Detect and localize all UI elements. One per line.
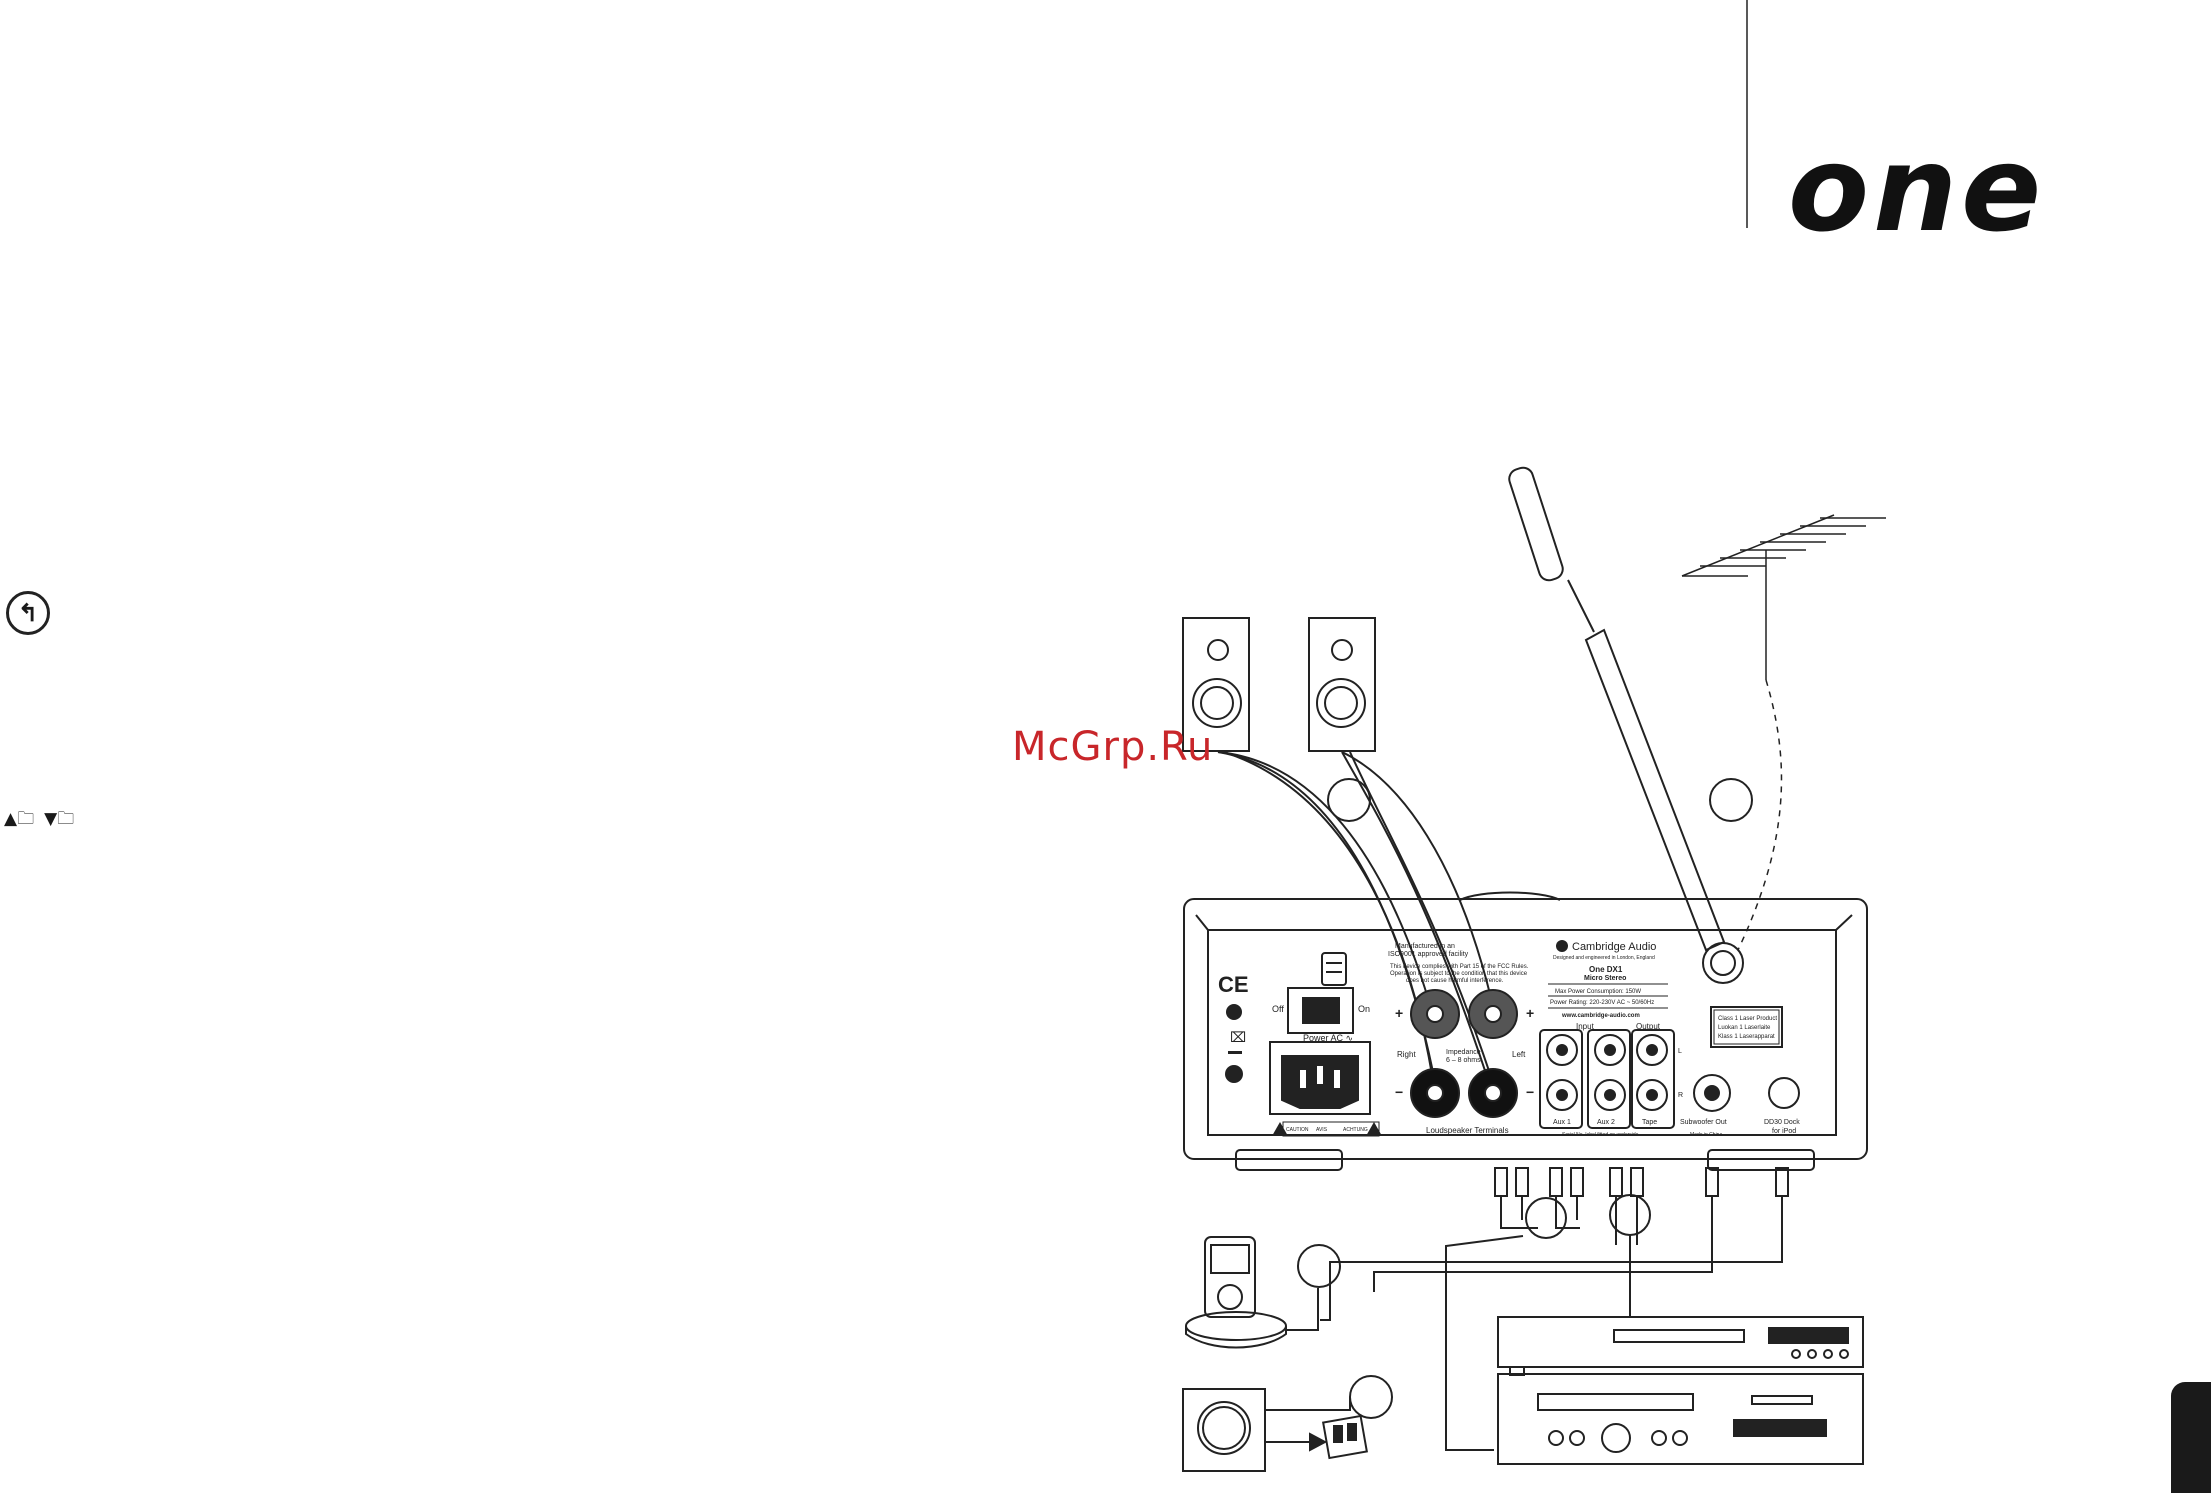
loudspeaker-terminals-label: Loudspeaker Terminals <box>1426 1126 1509 1135</box>
model-type: Micro Stereo <box>1584 975 1626 982</box>
power-rating: Power Rating: 220-230V AC ~ 50/60Hz <box>1550 1000 1654 1006</box>
cd-player <box>1497 1316 1864 1376</box>
power-ac-label: Power AC ∿ <box>1303 1033 1353 1043</box>
iec-power-inlet <box>1269 1041 1371 1115</box>
power-switch <box>1287 952 1354 1034</box>
svg-text:Luokan 1 Laserlaite: Luokan 1 Laserlaite <box>1718 1025 1771 1031</box>
svg-text:CE: CE <box>1218 972 1249 997</box>
website: www.cambridge-audio.com <box>1561 1013 1640 1019</box>
subwoofer <box>1182 1388 1368 1472</box>
output-label: Output <box>1636 1022 1661 1031</box>
fm-antenna <box>1508 466 1744 984</box>
speaker-plus-left: + <box>1526 1005 1534 1021</box>
svg-text:AVIS: AVIS <box>1316 1127 1328 1133</box>
ipod-dock <box>1185 1236 1319 1349</box>
impedance-label: Impedance <box>1446 1049 1481 1056</box>
rca-plugs <box>1297 1167 1789 1451</box>
speaker-left <box>1308 617 1376 752</box>
fcc-note-3: does not cause harmful interference. <box>1406 978 1504 984</box>
callout-speakers <box>1327 778 1371 822</box>
channel-r-label: R <box>1678 1092 1683 1099</box>
dock-label-2: for iPod <box>1772 1128 1796 1135</box>
speaker-cables <box>1217 751 1497 1101</box>
speaker-minus-right: − <box>1395 1084 1403 1100</box>
brand-name: Cambridge Audio <box>1572 941 1656 953</box>
fcc-note-2: Operation is subject to the condition th… <box>1390 971 1528 977</box>
return-arrow-icon[interactable]: ↰ <box>6 591 50 635</box>
roof-aerial <box>1681 514 1886 951</box>
watermark: McGrp.Ru <box>1012 724 1214 770</box>
laser-label <box>1710 1006 1783 1048</box>
regulatory-marks: CE ⌧ <box>1218 972 1249 1083</box>
subwoofer-out-label: Subwoofer Out <box>1680 1119 1727 1126</box>
tape-label: Tape <box>1642 1119 1657 1126</box>
svg-text:Klass 1 Laserapparat: Klass 1 Laserapparat <box>1718 1034 1775 1040</box>
folder-up-icon[interactable]: ▲🗀 <box>4 809 35 829</box>
input-label: Input <box>1576 1022 1595 1031</box>
rca-sockets <box>1539 1029 1800 1129</box>
brand-tagline: Designed and engineered in London, Engla… <box>1553 955 1655 961</box>
tape-deck <box>1497 1373 1864 1465</box>
speaker-terminals <box>1410 989 1518 1118</box>
manufacture-note-1: Manufactured in an <box>1395 943 1455 950</box>
speaker-right <box>1182 617 1250 752</box>
speaker-right-label: Right <box>1397 1050 1416 1059</box>
serial-note: Serial No. label fitted on underside <box>1562 1132 1639 1138</box>
speaker-minus-left: − <box>1526 1084 1534 1100</box>
model-name: One DX1 <box>1589 965 1623 974</box>
page-edge-tab <box>2171 1382 2211 1493</box>
max-power: Max Power Consumption: 150W <box>1555 989 1641 995</box>
caution-label: CAUTION AVIS ACHTUNG <box>1272 1121 1382 1137</box>
callout-antenna <box>1709 778 1753 822</box>
svg-text:Class 1 Laser Product: Class 1 Laser Product <box>1718 1016 1777 1022</box>
speaker-plus-right: + <box>1395 1005 1403 1021</box>
manufacture-note-2: ISO9001 approved facility <box>1388 951 1469 958</box>
impedance-value: 6 – 8 ohms <box>1446 1057 1481 1064</box>
one-logo: one <box>1788 120 2046 258</box>
dock-label-1: DD30 Dock <box>1764 1119 1800 1126</box>
power-off-label: Off <box>1272 1004 1284 1014</box>
svg-text:ACHTUNG: ACHTUNG <box>1343 1127 1368 1133</box>
amplifier-rear-panel <box>1183 891 1868 1171</box>
power-on-label: On <box>1358 1004 1370 1014</box>
speaker-left-label: Left <box>1512 1050 1526 1059</box>
folder-down-icon[interactable]: ▼🗀 <box>44 809 75 829</box>
channel-l-label: L <box>1678 1048 1682 1055</box>
svg-text:CAUTION: CAUTION <box>1286 1127 1309 1133</box>
svg-text:⌧: ⌧ <box>1230 1029 1246 1045</box>
fcc-note-1: This device complies with Part 15 of the… <box>1390 964 1529 970</box>
folder-navigation: ▲🗀 ▼🗀 <box>4 806 74 835</box>
made-in: Made in China <box>1690 1132 1722 1138</box>
aux1-label: Aux 1 <box>1553 1119 1571 1126</box>
cambridge-audio-logo-icon <box>1556 940 1568 952</box>
aux2-label: Aux 2 <box>1597 1119 1615 1126</box>
